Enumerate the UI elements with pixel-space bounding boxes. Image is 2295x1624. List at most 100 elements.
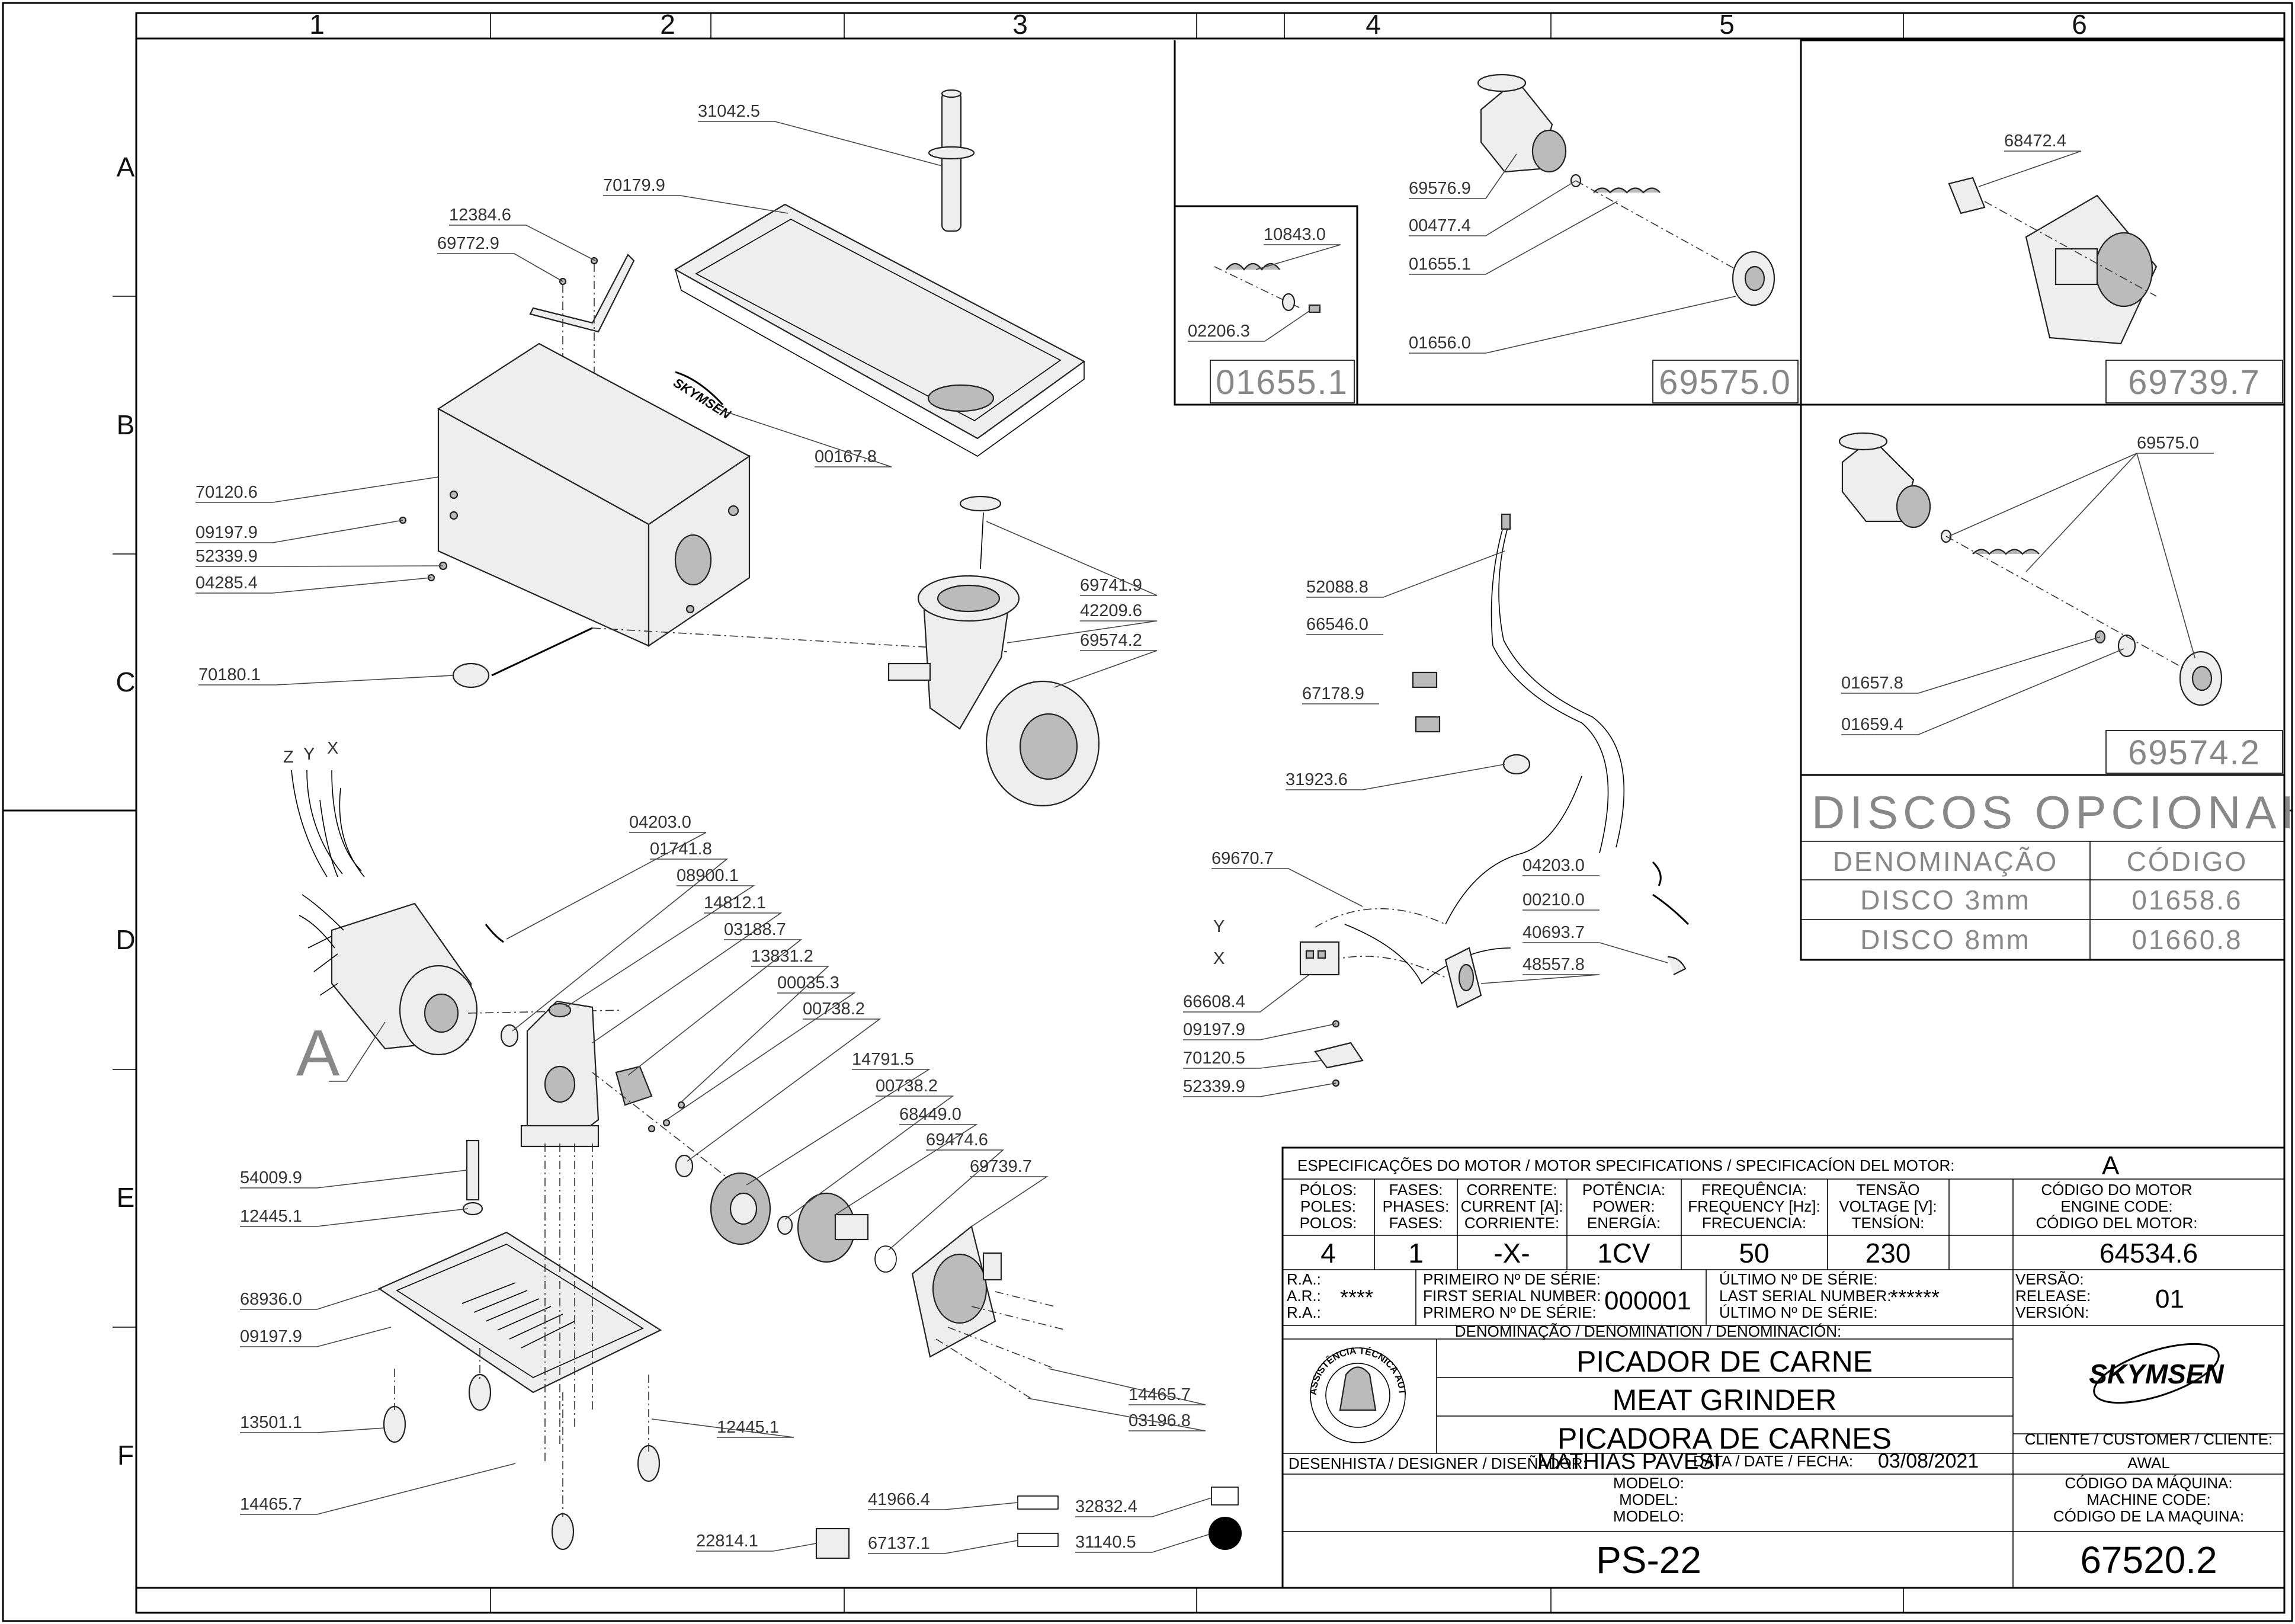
model-label-2: MODEL: (1619, 1491, 1678, 1508)
label-48557-8: 48557.8 (1522, 955, 1585, 974)
label-08900-1: 08900.1 (677, 866, 739, 885)
black-sticker (1209, 1517, 1242, 1550)
machine-code-label-2: MACHINE CODE: (2086, 1491, 2210, 1508)
zone-row-b: B (117, 409, 135, 440)
zone-col-2: 2 (660, 9, 675, 40)
label-01656-0: 01656.0 (1409, 334, 1471, 353)
label-68472-4: 68472.4 (2004, 132, 2066, 150)
gear-output (797, 1192, 869, 1263)
label-00210-0: 00210.0 (1522, 891, 1585, 909)
disc-row-code: 01658.6 (2131, 885, 2242, 915)
rubber-feet (383, 1373, 661, 1551)
label-09197-9-elec: 09197.9 (1183, 1020, 1245, 1039)
zone-row-f: F (117, 1440, 134, 1471)
seal-text: ASSISTÊNCIA TÉCNICA AUTORIZADA (0, 0, 1407, 1395)
label-69772-9: 69772.9 (437, 234, 499, 253)
motor-spec-header: ESPECIFICAÇÕES DO MOTOR / MOTOR SPECIFIC… (1297, 1157, 1954, 1174)
label-70120-6: 70120.6 (195, 483, 258, 502)
tray (674, 203, 1086, 457)
detail-box-title-1: 01655.1 (1216, 363, 1348, 402)
spec-head-poles-2: POLES: (1300, 1197, 1356, 1215)
label-69474-6: 69474.6 (926, 1130, 988, 1149)
label-01657-8: 01657.8 (1841, 674, 1903, 693)
ra-label-2: A.R.: (1287, 1287, 1321, 1305)
version-value: 01 (2155, 1285, 2184, 1314)
zone-column-labels: 1 2 3 4 5 6 (309, 9, 2087, 40)
label-68449-0: 68449.0 (899, 1105, 961, 1124)
electric-motor: Z Y X (283, 739, 623, 1056)
label-52339-9-upper: 52339.9 (195, 547, 258, 566)
product-name-es: PICADORA DE CARNES (1557, 1422, 1892, 1455)
optional-discs-col-code: CÓDIGO (2127, 846, 2248, 877)
label-40693-7: 40693.7 (1522, 923, 1585, 942)
wire-label-x: X (327, 739, 338, 758)
first-serial-value: 000001 (1604, 1286, 1691, 1315)
label-14812-1: 14812.1 (704, 893, 766, 912)
zone-col-4: 4 (1366, 9, 1381, 40)
spec-head-power-2: POWER: (1592, 1197, 1655, 1215)
skymsen-logo-on-housing: SKYMSEN (671, 371, 734, 422)
label-13831-2: 13831.2 (751, 947, 813, 966)
detail-box-69739-7: 69739.7 68472.4 (1800, 39, 2286, 406)
spec-head-current-2: CURRENT [A]: (1461, 1197, 1563, 1215)
skymsen-logo-text: SKYMSEN (2089, 1359, 2224, 1389)
gear-cover (911, 1225, 1002, 1358)
machine-code-value: 67520.2 (2080, 1539, 2217, 1581)
last-serial-label-2: LAST SERIAL NUMBER: (1719, 1287, 1891, 1305)
label-70179-9: 70179.9 (603, 176, 665, 195)
spec-head-phases-2: PHASES: (1383, 1197, 1450, 1215)
left-part-labels: 31042.5 70179.9 12384.6 69772.9 00167.8 … (195, 102, 1212, 1554)
model-label-3: MODELO: (1613, 1507, 1684, 1525)
last-serial-label-3: ÚLTIMO Nº DE SÉRIE: (1719, 1303, 1878, 1321)
zone-row-d: D (116, 924, 135, 955)
detail-box-title-4: 69574.2 (2128, 733, 2261, 772)
grinder-head (887, 495, 1100, 807)
zone-ticks (113, 13, 1904, 1613)
spec-head-freq-2: FREQUENCY [Hz]: (1688, 1197, 1820, 1215)
zone-col-3: 3 (1012, 9, 1028, 40)
label-52339-9-elec: 52339.9 (1183, 1077, 1245, 1096)
spec-head-poles-1: PÓLOS: (1300, 1181, 1357, 1199)
spec-value-phases: 1 (1408, 1238, 1424, 1269)
label-01655-1: 01655.1 (1409, 255, 1471, 274)
label-52088-8: 52088.8 (1306, 578, 1368, 597)
spec-head-code-2: ENGINE CODE: (2060, 1197, 2172, 1215)
client-label: CLIENTE / CUSTOMER / CLIENTE: (2025, 1430, 2272, 1448)
manual-booklet (815, 1527, 850, 1559)
zone-row-c: C (116, 667, 135, 697)
designer-value: MATHIAS PAVESI (1537, 1449, 1720, 1474)
switch (1444, 947, 1482, 1008)
label-69576-9: 69576.9 (1409, 179, 1471, 198)
label-69575-0: 69575.0 (2137, 434, 2199, 453)
label-68936-0: 68936.0 (240, 1290, 302, 1309)
spec-head-freq-3: FRECUENCIA: (1702, 1214, 1806, 1232)
label-00738-2-upper: 00738.2 (803, 1000, 865, 1018)
label-67178-9: 67178.9 (1302, 684, 1364, 703)
detail-box-title-3: 69739.7 (2128, 363, 2261, 402)
ra-value: **** (1340, 1285, 1373, 1309)
spec-value-frequency: 50 (1739, 1238, 1769, 1269)
spec-head-phases-3: FASES: (1389, 1214, 1443, 1232)
label-31042-5: 31042.5 (698, 102, 760, 121)
spec-head-power-1: POTÊNCIA: (1582, 1181, 1665, 1199)
label-70120-5: 70120.5 (1183, 1049, 1245, 1068)
label-67137-1: 67137.1 (868, 1534, 930, 1553)
label-14791-5: 14791.5 (852, 1050, 914, 1069)
base-plate-assembly (377, 1139, 662, 1551)
disc-row-code: 01660.8 (2131, 924, 2242, 955)
zone-col-6: 6 (2072, 9, 2087, 40)
detail-box-69574-2: 69574.2 69575.0 01657.8 01659.4 (1800, 403, 2286, 776)
label-32832-4: 32832.4 (1075, 1497, 1137, 1516)
pusher (928, 89, 975, 232)
first-serial-label-3: PRIMERO Nº DE SÉRIE: (1423, 1303, 1597, 1321)
date-value: 03/08/2021 (1878, 1450, 1979, 1472)
ra-label-1: R.A.: (1287, 1270, 1321, 1288)
label-00167-8: 00167.8 (815, 447, 877, 466)
label-13501-1: 13501.1 (240, 1413, 302, 1432)
spec-head-code-1: CÓDIGO DO MOTOR (2041, 1181, 2192, 1199)
motor-detail-marker: A (296, 1017, 340, 1090)
spec-head-volt-3: TENSÍON: (1852, 1214, 1925, 1232)
label-00738-2-lower: 00738.2 (876, 1077, 938, 1096)
label-01741-8: 01741.8 (650, 840, 712, 859)
